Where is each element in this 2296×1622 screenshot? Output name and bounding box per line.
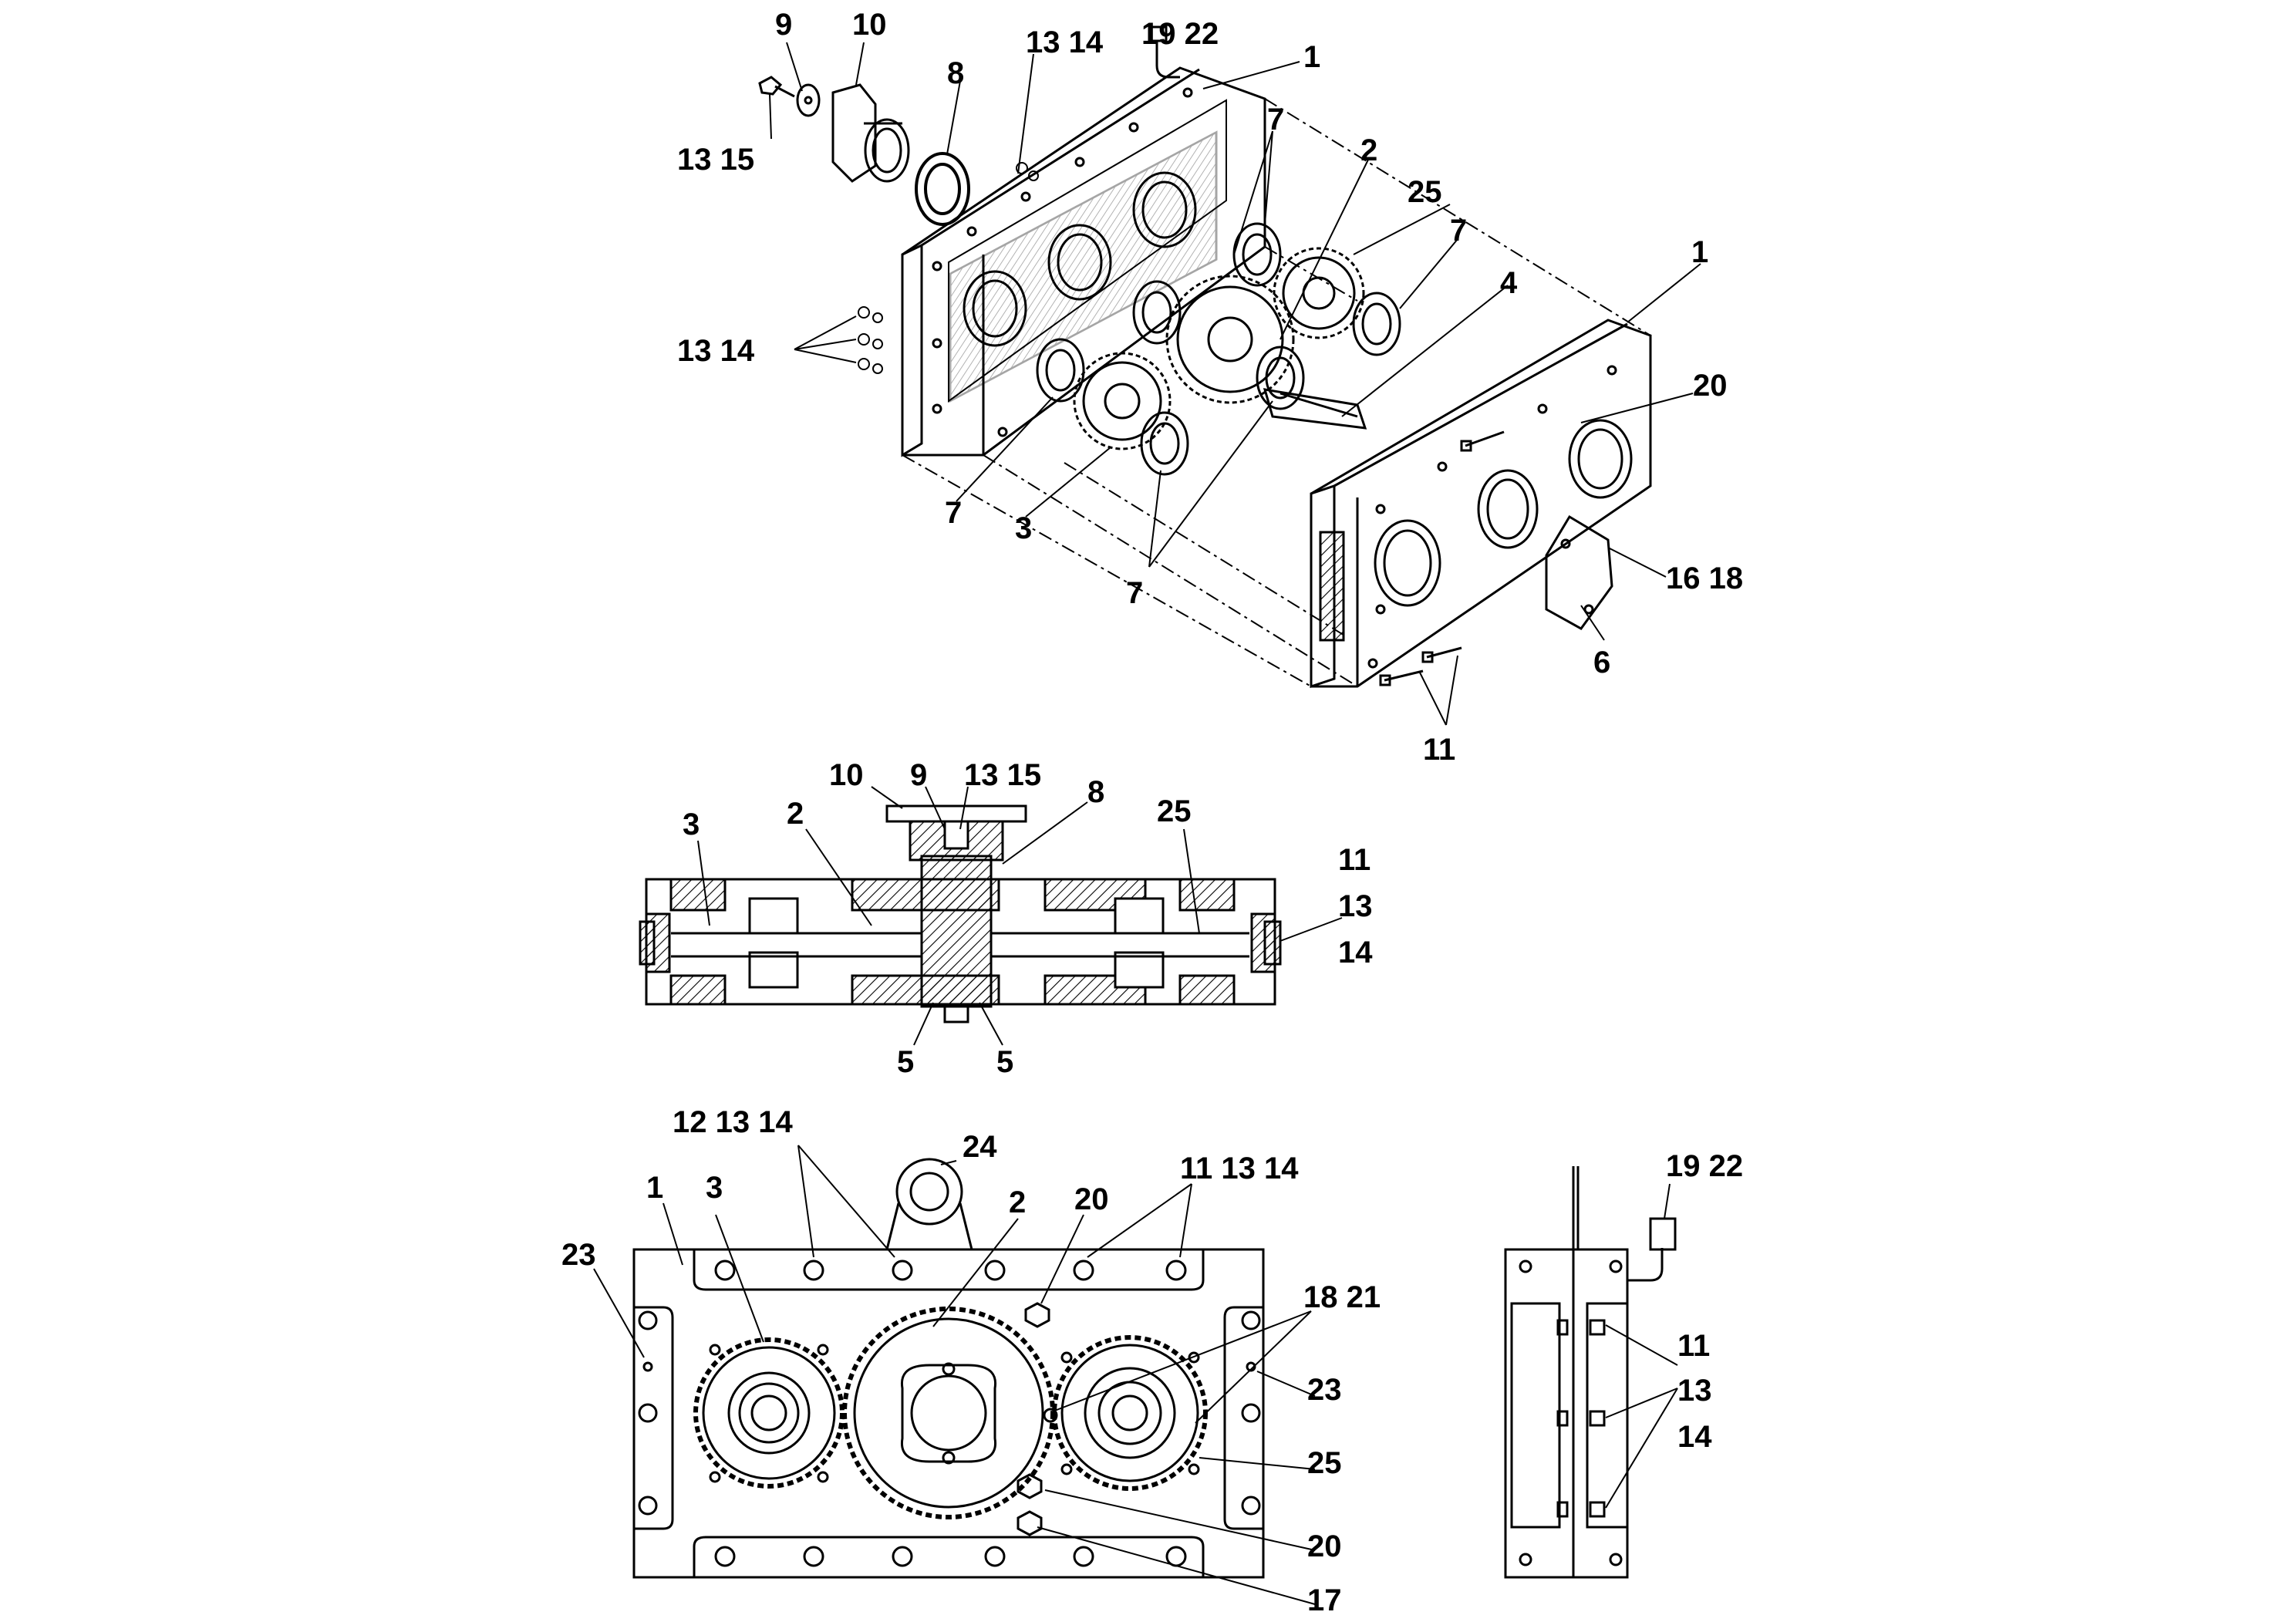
callout-20: 20 [1693, 369, 1728, 403]
callout-front-20-top: 20 [1074, 1182, 1109, 1216]
callout-section-5-b: 5 [996, 1045, 1013, 1079]
cover-plate [1545, 514, 1613, 630]
callout-front-2: 2 [1009, 1185, 1026, 1219]
section-view [639, 786, 1343, 1046]
callout-front-1: 1 [646, 1171, 663, 1205]
callout-section-3: 3 [683, 808, 700, 841]
callout-7-c: 7 [945, 496, 962, 530]
front-side-bolts [638, 1310, 1261, 1516]
input-flange [831, 83, 910, 183]
callout-side-11: 11 [1677, 1329, 1710, 1363]
callout-front-24: 24 [963, 1130, 997, 1164]
front-view [593, 1145, 1316, 1605]
callout-section-5-a: 5 [897, 1045, 914, 1079]
callout-labels: 19 22 9 10 13 14 1 8 13 15 7 2 25 7 1 4 … [561, 8, 1743, 1617]
callout-section-10: 10 [829, 758, 864, 792]
breather [1148, 25, 1180, 79]
callout-4: 4 [1500, 266, 1518, 300]
callout-front-18-21: 18 21 [1303, 1280, 1381, 1314]
callout-11: 11 [1423, 733, 1455, 767]
callout-13-14-left: 13 14 [677, 334, 755, 368]
rear-housing-plate [901, 66, 1266, 457]
callout-3: 3 [1015, 511, 1032, 545]
exploded-view [758, 25, 1701, 726]
callout-section-2: 2 [787, 797, 804, 831]
callout-section-11: 11 [1338, 843, 1371, 877]
callout-front-12-13-14: 12 13 14 [673, 1105, 793, 1139]
callout-front-23-right: 23 [1307, 1373, 1342, 1407]
callout-side-19-22: 19 22 [1666, 1149, 1743, 1183]
callout-9: 9 [775, 8, 792, 42]
oil-seal [915, 152, 970, 226]
callout-10: 10 [852, 8, 887, 42]
callout-section-13-15: 13 15 [964, 758, 1041, 792]
callout-front-3: 3 [706, 1171, 723, 1205]
front-housing-plate [1310, 319, 1652, 689]
exploded-leaders [769, 42, 1701, 726]
bolt-13-15 [758, 76, 795, 98]
side-leaders [1605, 1183, 1678, 1509]
front-leaders [593, 1145, 1316, 1605]
callout-front-11-13-14: 11 13 14 [1180, 1152, 1299, 1185]
callout-7-a: 7 [1267, 103, 1284, 137]
callout-section-25: 25 [1157, 794, 1192, 828]
callout-2: 2 [1360, 133, 1377, 167]
callout-front-17: 17 [1307, 1583, 1342, 1617]
front-bottom-bolts [714, 1546, 1187, 1567]
callout-13-15: 13 15 [677, 143, 754, 177]
callout-7-d: 7 [1126, 576, 1143, 610]
callout-section-9: 9 [910, 758, 927, 792]
callout-6: 6 [1593, 646, 1610, 679]
washer [796, 83, 821, 117]
callout-section-8: 8 [1087, 775, 1104, 809]
front-top-bolts [714, 1259, 1187, 1281]
callout-front-25: 25 [1307, 1446, 1342, 1480]
callout-front-20-bottom: 20 [1307, 1529, 1342, 1563]
side-view [1504, 1166, 1678, 1579]
callout-section-13: 13 [1338, 889, 1373, 923]
callout-1-top: 1 [1303, 40, 1320, 74]
callout-front-23-left: 23 [561, 1238, 596, 1272]
callout-13-14-top: 13 14 [1026, 25, 1104, 59]
callout-19-22: 19 22 [1141, 17, 1219, 51]
callout-7-b: 7 [1450, 214, 1467, 248]
callout-side-13: 13 [1677, 1374, 1712, 1408]
studs [1379, 430, 1505, 686]
callout-1-right: 1 [1691, 235, 1708, 269]
callout-8: 8 [947, 56, 964, 90]
callout-25: 25 [1408, 175, 1442, 209]
callout-section-14: 14 [1338, 936, 1373, 969]
bolt-nut-pairs [858, 162, 1039, 374]
gear-train-exploded [1036, 222, 1401, 476]
assembly-lines [902, 98, 1651, 687]
callout-side-14: 14 [1677, 1420, 1712, 1454]
callout-16-18: 16 18 [1666, 561, 1743, 595]
section-leaders [697, 786, 1343, 1046]
